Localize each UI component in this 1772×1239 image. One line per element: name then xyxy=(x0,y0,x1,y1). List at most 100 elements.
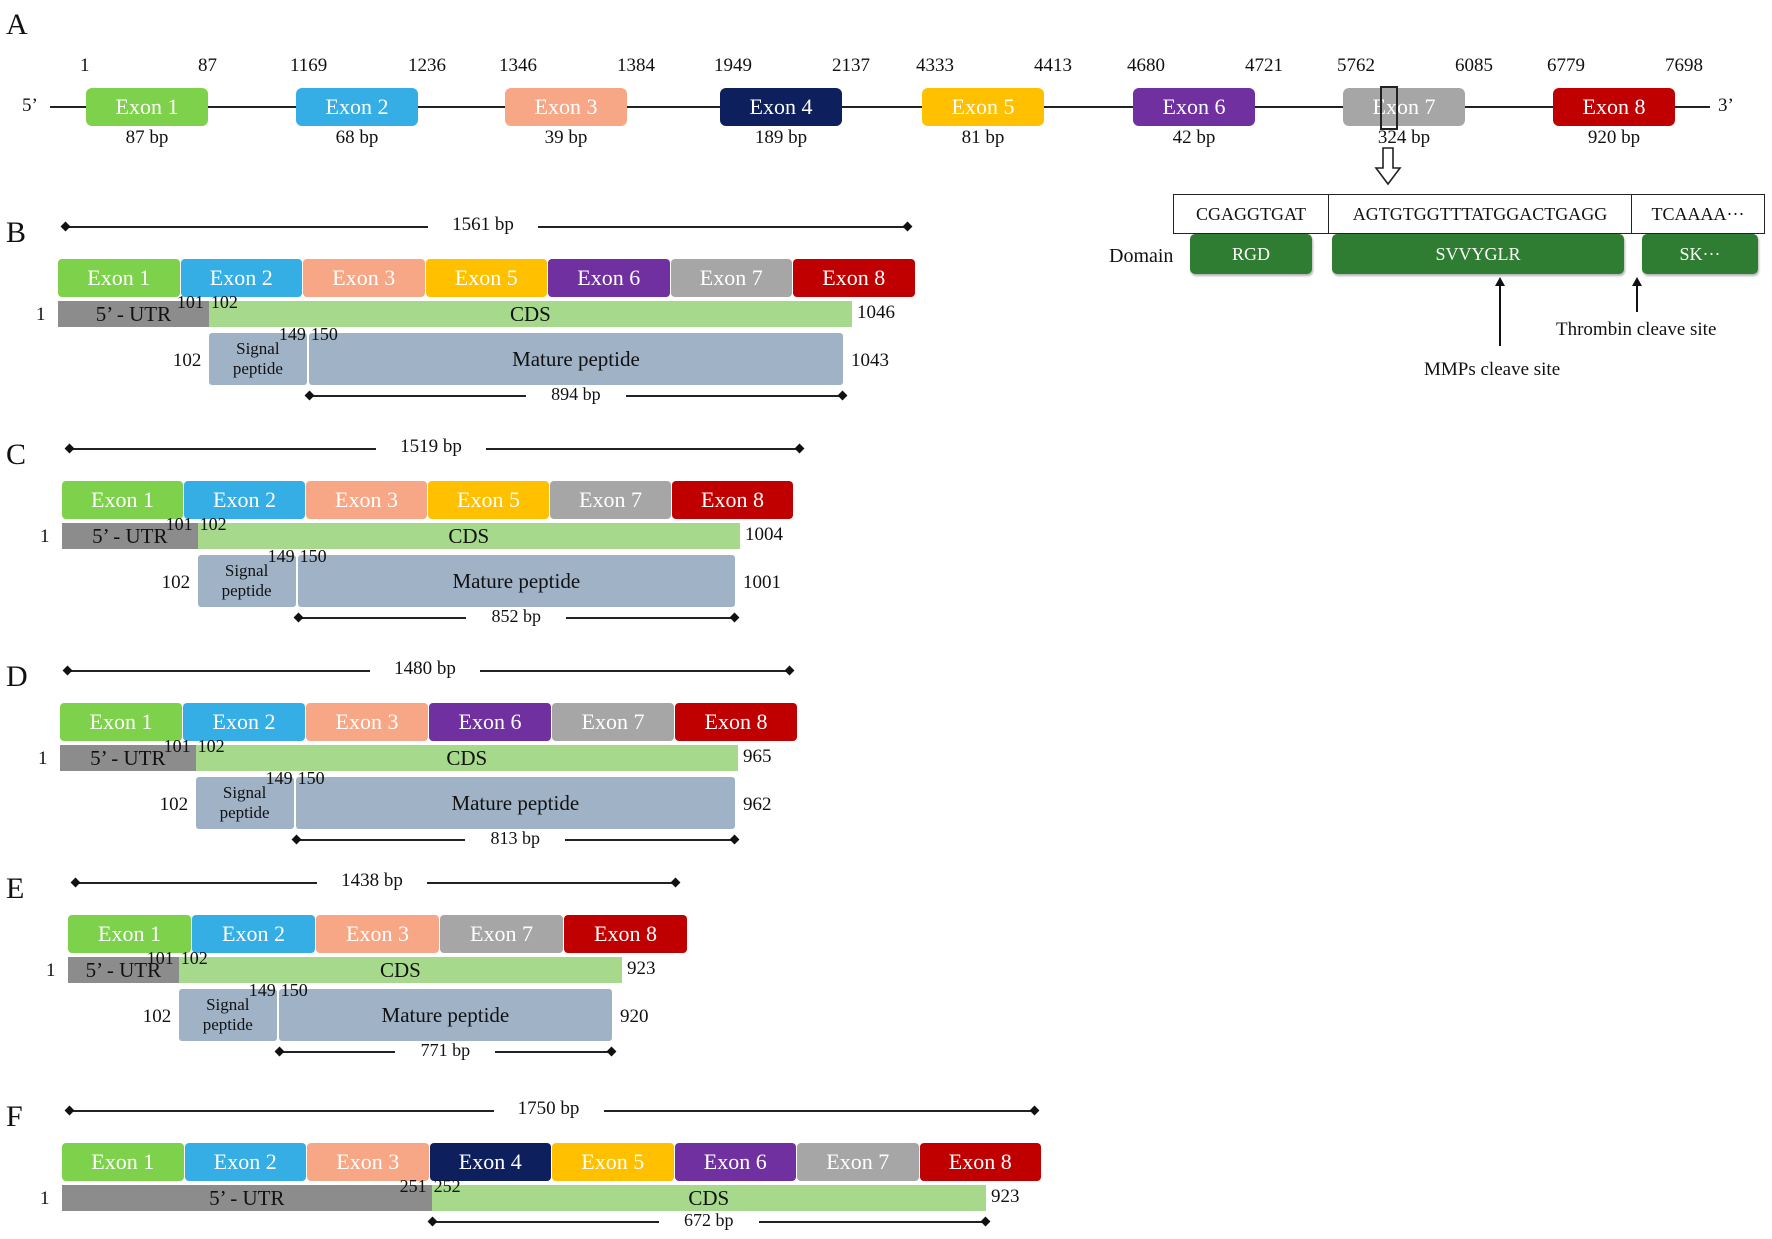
line-end-marker xyxy=(291,834,302,845)
utr-bar: 5’ - UTR xyxy=(68,957,179,983)
utr-start-coordinate: 1 xyxy=(40,526,50,547)
exon-box: Exon 8 xyxy=(919,1143,1041,1181)
exon-length: 189 bp xyxy=(754,127,808,148)
line-end-marker xyxy=(293,612,304,623)
exon-start-coordinate: 5762 xyxy=(1337,55,1375,76)
thrombin-arrow-icon xyxy=(1632,277,1642,312)
cds-bar: CDS xyxy=(208,301,852,327)
exon-end-coordinate: 2137 xyxy=(832,55,870,76)
domain-label: Domain xyxy=(1109,245,1174,267)
line-end-marker xyxy=(60,221,71,232)
sequence-box: AGTGTGGTTTATGGACTGAGG xyxy=(1328,194,1632,234)
total-length-label: 1561 bp xyxy=(428,215,538,234)
cds-bar: CDS xyxy=(431,1185,986,1211)
cds-start-coordinate: 102 xyxy=(180,948,208,968)
exon-box: Exon 1 xyxy=(86,88,208,126)
exon-end-coordinate: 87 xyxy=(198,55,217,76)
utr-end-coordinate: 101 xyxy=(176,292,204,312)
peptide-start-coordinate: 102 xyxy=(159,794,189,815)
exon-start-coordinate: 6779 xyxy=(1547,55,1585,76)
exon-box: Exon 3 xyxy=(306,481,427,519)
mature-peptide-bar: Mature peptide xyxy=(297,555,735,607)
cds-bar: CDS xyxy=(197,523,740,549)
exon-box: Exon 8 xyxy=(675,703,797,741)
mature-start-coordinate: 150 xyxy=(310,324,338,344)
exon7-highlight-box xyxy=(1380,86,1398,130)
exon-box: Exon 2 xyxy=(184,1143,306,1181)
cds-start-coordinate: 102 xyxy=(197,736,225,756)
utr-start-coordinate: 1 xyxy=(40,1188,50,1209)
line-end-marker xyxy=(729,612,740,623)
line-end-marker xyxy=(64,443,75,454)
peptide-start-coordinate: 102 xyxy=(161,572,191,593)
line-end-marker xyxy=(980,1216,991,1227)
mature-length-label: 813 bp xyxy=(465,829,566,847)
mature-peptide-bar: Mature peptide xyxy=(308,333,843,385)
exon-box: Exon 1 xyxy=(62,1143,184,1181)
exon-end-coordinate: 6085 xyxy=(1455,55,1493,76)
exon-end-coordinate: 7698 xyxy=(1665,55,1703,76)
utr-bar: 5’ - UTR xyxy=(62,1185,432,1211)
domain-rgd: RGD xyxy=(1190,234,1312,274)
utr-start-coordinate: 1 xyxy=(36,304,46,325)
peptide-end-coordinate: 962 xyxy=(743,794,772,815)
line-end-marker xyxy=(606,1046,617,1057)
exon-length: 920 bp xyxy=(1587,127,1641,148)
exon-box: Exon 2 xyxy=(296,88,418,126)
utr-start-coordinate: 1 xyxy=(46,960,56,981)
exon-box: Exon 1 xyxy=(68,915,191,953)
mmps-cleave-label: MMPs cleave site xyxy=(1424,359,1561,380)
signal-end-coordinate: 149 xyxy=(248,980,276,1000)
signal-peptide-bar: Signal peptide xyxy=(195,777,294,829)
utr-end-coordinate: 251 xyxy=(399,1176,427,1196)
line-end-marker xyxy=(274,1046,285,1057)
exon-start-coordinate: 1949 xyxy=(714,55,752,76)
line-end-marker xyxy=(304,390,315,401)
panel-letter: F xyxy=(6,1100,23,1133)
line-end-marker xyxy=(902,221,913,232)
thrombin-cleave-label: Thrombin cleave site xyxy=(1556,319,1717,340)
mature-start-coordinate: 150 xyxy=(299,546,327,566)
exon-length: 42 bp xyxy=(1172,127,1216,148)
genomic-backbone-line xyxy=(50,106,1710,108)
cds-start-coordinate: 252 xyxy=(433,1176,461,1196)
signal-peptide-bar: Signal peptide xyxy=(208,333,307,385)
exon-start-coordinate: 1 xyxy=(80,55,90,76)
mature-peptide-bar: Mature peptide xyxy=(295,777,735,829)
signal-peptide-bar: Signal peptide xyxy=(178,989,277,1041)
signal-peptide-bar: Signal peptide xyxy=(197,555,296,607)
exon-box: Exon 6 xyxy=(548,259,670,297)
line-end-marker xyxy=(670,877,681,888)
exon-box: Exon 1 xyxy=(62,481,183,519)
total-length-label: 1750 bp xyxy=(493,1099,604,1118)
peptide-start-coordinate: 102 xyxy=(172,350,202,371)
exon-box: Exon 2 xyxy=(192,915,315,953)
line-end-marker xyxy=(1029,1105,1040,1116)
utr-bar: 5’ - UTR xyxy=(62,523,198,549)
domain-sk: SK··· xyxy=(1642,234,1758,274)
line-end-marker xyxy=(784,665,795,676)
exon-box: Exon 7 xyxy=(1343,88,1465,126)
exon-box: Exon 3 xyxy=(303,259,425,297)
exon-box: Exon 7 xyxy=(552,703,674,741)
exon-box: Exon 6 xyxy=(429,703,551,741)
exon-box: Exon 2 xyxy=(183,703,305,741)
exon-box: Exon 2 xyxy=(184,481,305,519)
panel-letter: C xyxy=(6,438,27,471)
cds-end-coordinate: 923 xyxy=(991,1186,1020,1207)
domain-svvyglr: SVVYGLR xyxy=(1332,234,1624,274)
exon-box: Exon 1 xyxy=(60,703,182,741)
peptide-end-coordinate: 1001 xyxy=(743,572,781,593)
exon-length: 87 bp xyxy=(125,127,169,148)
panel-letter: D xyxy=(6,660,28,693)
utr-bar: 5’ - UTR xyxy=(60,745,196,771)
line-end-marker xyxy=(837,390,848,401)
line-end-marker xyxy=(729,834,740,845)
mature-start-coordinate: 150 xyxy=(280,980,308,1000)
exon-box: Exon 3 xyxy=(307,1143,429,1181)
exon-box: Exon 6 xyxy=(1133,88,1255,126)
cds-end-coordinate: 1004 xyxy=(745,524,783,545)
cds-start-coordinate: 102 xyxy=(210,292,238,312)
exon-end-coordinate: 1236 xyxy=(408,55,446,76)
exon-end-coordinate: 1384 xyxy=(617,55,655,76)
